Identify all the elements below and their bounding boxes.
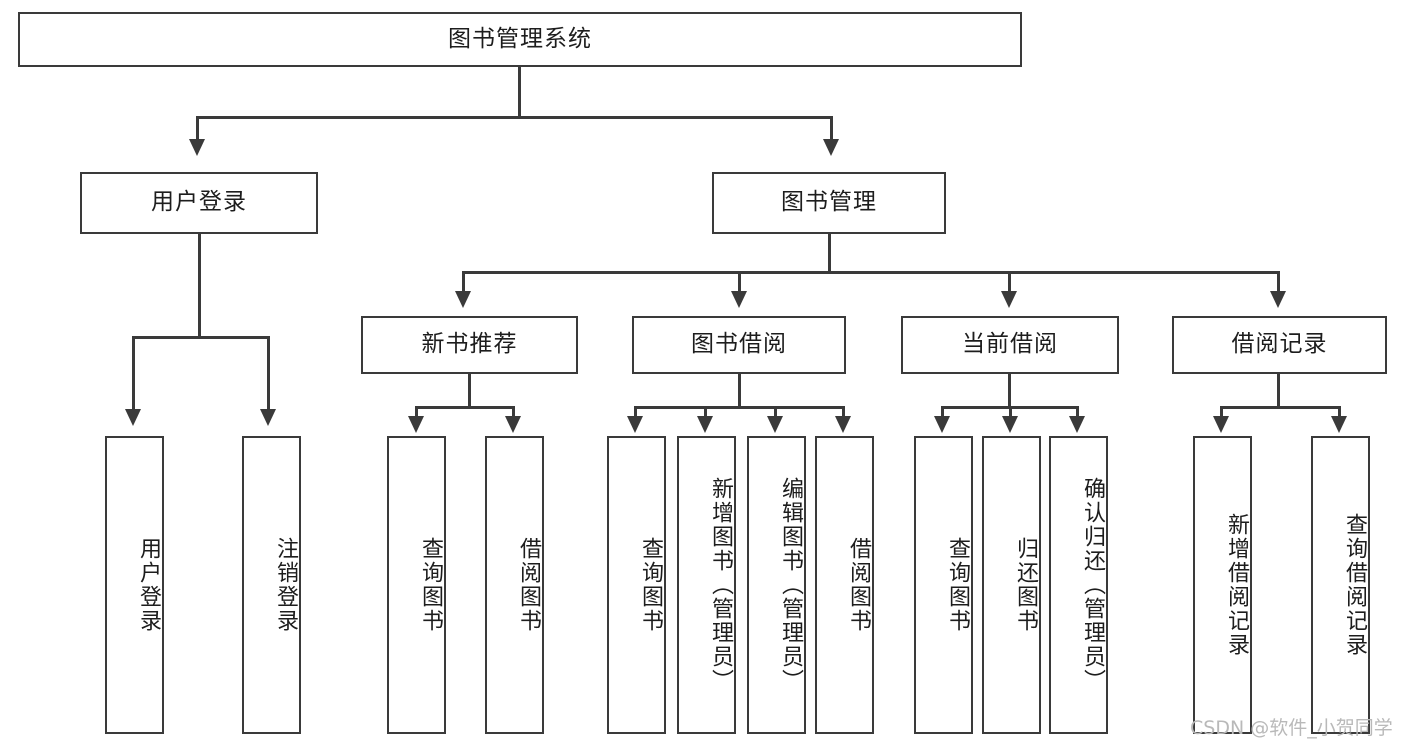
leaf-label: 查询图书 <box>418 537 443 633</box>
connector-user-login-leaf2 <box>267 336 270 411</box>
leaf-current-borrow-0[interactable]: 查询图书 <box>914 436 973 734</box>
arrow-br-leaf2 <box>1331 416 1347 433</box>
leaf-new-book-rec-1[interactable]: 借阅图书 <box>485 436 544 734</box>
connector-bb-leaf3 <box>774 406 777 418</box>
node-book-manage[interactable]: 图书管理 <box>712 172 946 234</box>
node-new-book-rec[interactable]: 新书推荐 <box>361 316 578 374</box>
connector-bm-to-new-book-rec <box>462 271 465 293</box>
arrow-root-to-book-manage <box>823 139 839 156</box>
connector-user-login-bar <box>132 336 267 339</box>
leaf-borrow-record-1[interactable]: 查询借阅记录 <box>1311 436 1370 734</box>
arrow-root-to-user-login <box>189 139 205 156</box>
connector-nbr-bar <box>415 406 515 409</box>
leaf-user-login-1[interactable]: 注销登录 <box>242 436 301 734</box>
leaf-borrow-record-0[interactable]: 新增借阅记录 <box>1193 436 1252 734</box>
leaf-label: 用户登录 <box>136 537 161 633</box>
leaf-book-borrow-2[interactable]: 编辑图书（管理员） <box>747 436 806 734</box>
connector-cb-stem <box>1008 374 1011 409</box>
connector-root-to-user-login <box>196 116 199 141</box>
connector-root-stem <box>518 67 521 118</box>
connector-br-leaf1 <box>1220 406 1223 418</box>
connector-bb-bar <box>634 406 845 409</box>
leaf-new-book-rec-0[interactable]: 查询图书 <box>387 436 446 734</box>
arrow-bb-leaf4 <box>835 416 851 433</box>
leaf-current-borrow-1[interactable]: 归还图书 <box>982 436 1041 734</box>
connector-br-leaf2 <box>1338 406 1341 418</box>
connector-book-manage-bar <box>462 271 1280 274</box>
leaf-label: 查询图书 <box>945 537 970 633</box>
arrow-bb-leaf1 <box>627 416 643 433</box>
arrow-bb-leaf3 <box>767 416 783 433</box>
connector-root-to-book-manage <box>830 116 833 141</box>
arrow-bm-to-borrow-record <box>1270 291 1286 308</box>
leaf-book-borrow-1[interactable]: 新增图书（管理员） <box>677 436 736 734</box>
connector-cb-leaf1 <box>941 406 944 418</box>
connector-user-login-leaf1 <box>132 336 135 411</box>
node-root-label: 图书管理系统 <box>448 25 592 52</box>
connector-cb-leaf2 <box>1009 406 1012 418</box>
leaf-book-borrow-0[interactable]: 查询图书 <box>607 436 666 734</box>
arrow-nbr-leaf2 <box>505 416 521 433</box>
connector-book-manage-stem <box>828 234 831 273</box>
node-new-book-rec-label: 新书推荐 <box>421 331 518 358</box>
connector-bb-leaf4 <box>842 406 845 418</box>
leaf-label: 编辑图书（管理员） <box>778 477 803 693</box>
arrow-nbr-leaf1 <box>408 416 424 433</box>
arrow-user-login-leaf2 <box>260 409 276 426</box>
arrow-cb-leaf2 <box>1002 416 1018 433</box>
connector-br-bar <box>1220 406 1341 409</box>
connector-nbr-leaf2 <box>512 406 515 418</box>
node-book-borrow[interactable]: 图书借阅 <box>632 316 846 374</box>
leaf-label: 注销登录 <box>273 537 298 633</box>
arrow-bm-to-new-book-rec <box>455 291 471 308</box>
connector-nbr-stem <box>468 374 471 409</box>
connector-nbr-leaf1 <box>415 406 418 418</box>
leaf-label: 确认归还（管理员） <box>1080 477 1105 693</box>
arrow-bm-to-current-borrow <box>1001 291 1017 308</box>
connector-br-stem <box>1277 374 1280 409</box>
connector-user-login-stem <box>198 234 201 338</box>
connector-cb-leaf3 <box>1076 406 1079 418</box>
node-user-login-label: 用户登录 <box>151 189 247 216</box>
node-root[interactable]: 图书管理系统 <box>18 12 1022 67</box>
node-current-borrow-label: 当前借阅 <box>962 331 1058 358</box>
connector-bm-to-borrow-record <box>1277 271 1280 293</box>
arrow-bb-leaf2 <box>697 416 713 433</box>
csdn-watermark: CSDN @软件_小贺同学 <box>1190 717 1393 739</box>
node-user-login[interactable]: 用户登录 <box>80 172 318 234</box>
arrow-user-login-leaf1 <box>125 409 141 426</box>
leaf-current-borrow-2[interactable]: 确认归还（管理员） <box>1049 436 1108 734</box>
connector-bm-to-current-borrow <box>1008 271 1011 293</box>
leaf-label: 查询图书 <box>638 537 663 633</box>
arrow-bm-to-book-borrow <box>731 291 747 308</box>
arrow-br-leaf1 <box>1213 416 1229 433</box>
node-book-manage-label: 图书管理 <box>781 189 877 216</box>
connector-root-bar <box>196 116 833 119</box>
connector-bb-leaf2 <box>704 406 707 418</box>
leaf-label: 新增图书（管理员） <box>708 477 733 693</box>
leaf-label: 借阅图书 <box>516 537 541 633</box>
connector-bb-stem <box>738 374 741 409</box>
node-borrow-record[interactable]: 借阅记录 <box>1172 316 1387 374</box>
leaf-label: 归还图书 <box>1013 537 1038 633</box>
arrow-cb-leaf3 <box>1069 416 1085 433</box>
leaf-book-borrow-3[interactable]: 借阅图书 <box>815 436 874 734</box>
leaf-label: 借阅图书 <box>846 537 871 633</box>
leaf-user-login-0[interactable]: 用户登录 <box>105 436 164 734</box>
node-borrow-record-label: 借阅记录 <box>1231 331 1328 358</box>
node-book-borrow-label: 图书借阅 <box>691 331 787 358</box>
arrow-cb-leaf1 <box>934 416 950 433</box>
connector-bm-to-book-borrow <box>738 271 741 293</box>
leaf-label: 新增借阅记录 <box>1224 513 1249 657</box>
node-current-borrow[interactable]: 当前借阅 <box>901 316 1119 374</box>
connector-bb-leaf1 <box>634 406 637 418</box>
leaf-label: 查询借阅记录 <box>1342 513 1367 657</box>
